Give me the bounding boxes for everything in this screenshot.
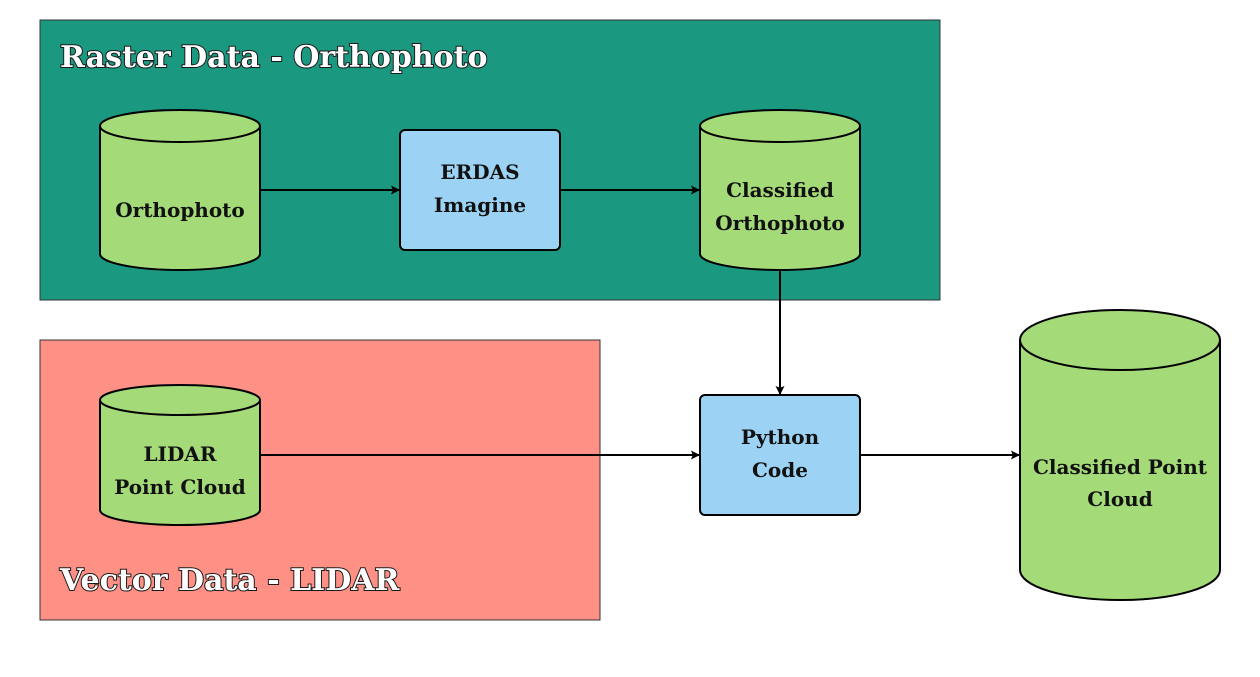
orthophoto-cylinder-body <box>99 126 261 271</box>
orthophoto-label: Orthophoto <box>115 198 245 222</box>
lidar-cylinder-body <box>99 400 261 526</box>
raster-region-title: Raster Data - Orthophoto <box>60 40 488 75</box>
erdas-imagine-box <box>399 129 561 251</box>
classified-orthophoto-label-line-1: Classified <box>726 178 834 202</box>
erdas-imagine-label-line-1: ERDAS <box>440 160 519 184</box>
classified-orthophoto-label-line-2: Orthophoto <box>715 211 845 235</box>
classified-orthophoto-cylinder-body <box>699 126 861 271</box>
erdas-imagine-process: ERDAS Imagine <box>399 129 561 251</box>
edges <box>260 185 1020 460</box>
orthophoto-cylinder-top <box>99 109 261 143</box>
classified-point-cloud-cylinder-top <box>1019 309 1221 371</box>
lidar-cylinder-top <box>99 384 261 416</box>
orthophoto-datastore: Orthophoto <box>99 109 261 271</box>
erdas-imagine-label-line-2: Imagine <box>434 193 526 217</box>
classified-orthophoto-cylinder-top <box>699 109 861 143</box>
classified-point-cloud-cylinder-body <box>1019 340 1221 601</box>
python-code-process: Python Code <box>699 394 861 516</box>
python-code-box <box>699 394 861 516</box>
vector-region-title: Vector Data - LIDAR <box>59 563 401 598</box>
classified-point-cloud-label-line-1: Classified Point <box>1033 455 1208 479</box>
python-code-label-line-1: Python <box>741 425 820 449</box>
lidar-label-line-1: LIDAR <box>144 442 217 466</box>
lidar-point-cloud-datastore: LIDAR Point Cloud <box>99 384 261 526</box>
classified-point-cloud-label-line-2: Cloud <box>1087 487 1152 511</box>
lidar-label-line-2: Point Cloud <box>114 475 246 499</box>
python-code-label-line-2: Code <box>752 458 808 482</box>
classified-point-cloud-datastore: Classified Point Cloud <box>1019 309 1221 601</box>
classified-orthophoto-datastore: Classified Orthophoto <box>699 109 861 271</box>
